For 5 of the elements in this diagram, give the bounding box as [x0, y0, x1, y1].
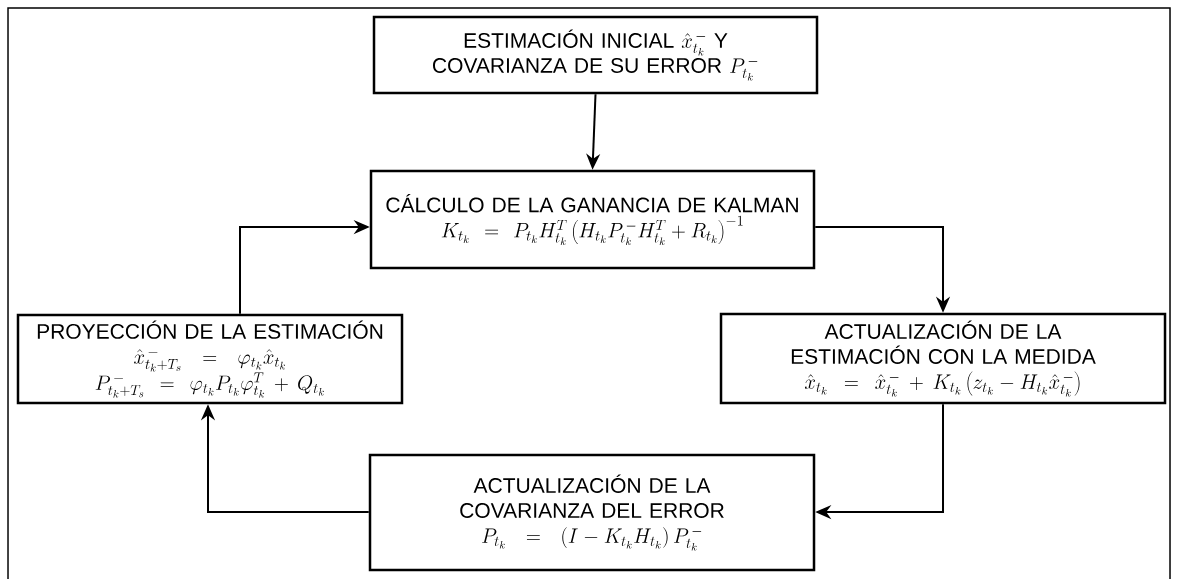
process-box: CÁLCULO DE LA GANANCIA DE KALMAN $K_{t_k} = P_{t_k} H_{t_k}^T \left(H_{t_k} P_{t_k}^{\,-} H_{t_k}^T + R_{t_k}\right)^{-1}$	[369, 169, 816, 270]
process-box: ESTIMACIÓN INICIAL $\hat{x}_{t_k}^{\,-}$ Y COVARIANZA DE SU ERROR $P_{t_k}^{\,-}$	[372, 15, 819, 95]
process-box: ACTUALIZACIÓN DE LA ESTIMACIÓN CON LA MEDIDA $\hat{x}_{t_k} = \hat{x}_{t_k}^{\,-} + K_{t_k}\left(z_{t_k} - H_{t_k}\hat{x}_{t_k}^{\,-}\right)$	[719, 312, 1167, 405]
process-box: ACTUALIZACIÓN DE LA COVARIANZA DEL ERROR $P_{t_k} = \left(I - K_{t_k} H_{t_k}\right) P_{t_k}^{\,-}$	[368, 453, 816, 572]
process-box: PROYECCIÓN DE LA ESTIMACIÓN $\hat{x}_{t_k+T_s}^{\,-} = \varphi_{t_k}\hat{x}_{t_k}$ $P_{t_k+T_s}^{\,-} = \varphi_{t_k} P_{t_k} \varphi_{t_k}^T + Q_{t_k}$	[16, 313, 404, 405]
